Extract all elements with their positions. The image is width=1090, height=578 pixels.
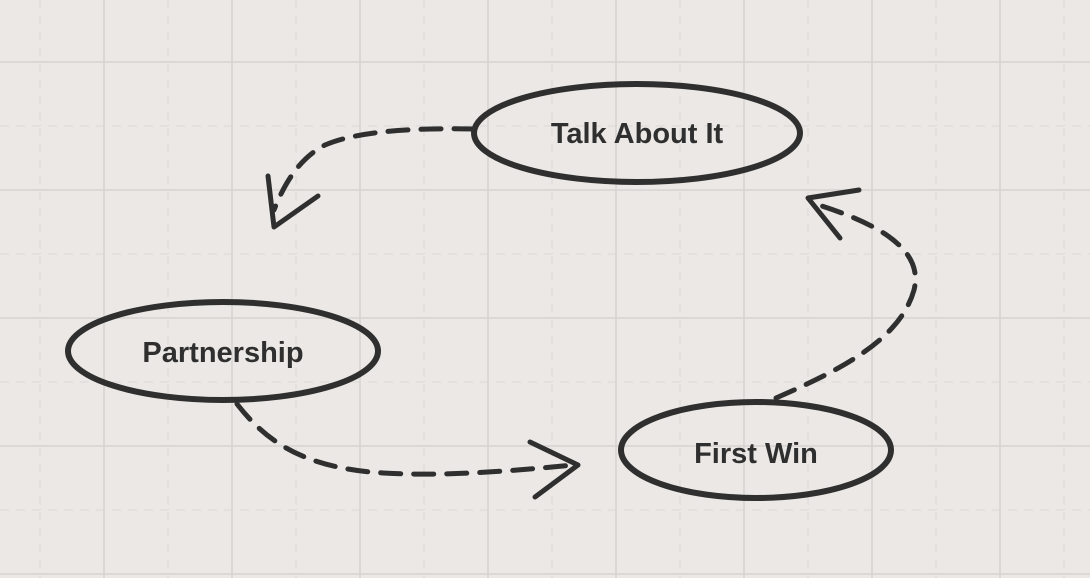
edge-talk-to-partnership <box>265 126 477 230</box>
node-label: Partnership <box>142 337 303 369</box>
edge-first-win-to-talk <box>773 187 918 401</box>
arrowhead-icon <box>527 439 581 500</box>
node-label: First Win <box>694 438 818 470</box>
node-label: Talk About It <box>551 118 724 150</box>
edge-partnership-to-first-win <box>234 401 581 500</box>
arrowhead-icon <box>805 187 862 241</box>
node-first-win[interactable]: First Win <box>618 399 894 501</box>
node-talk-about-it[interactable]: Talk About It <box>471 81 803 185</box>
arrowhead-icon <box>265 173 321 230</box>
node-partnership[interactable]: Partnership <box>65 299 381 403</box>
